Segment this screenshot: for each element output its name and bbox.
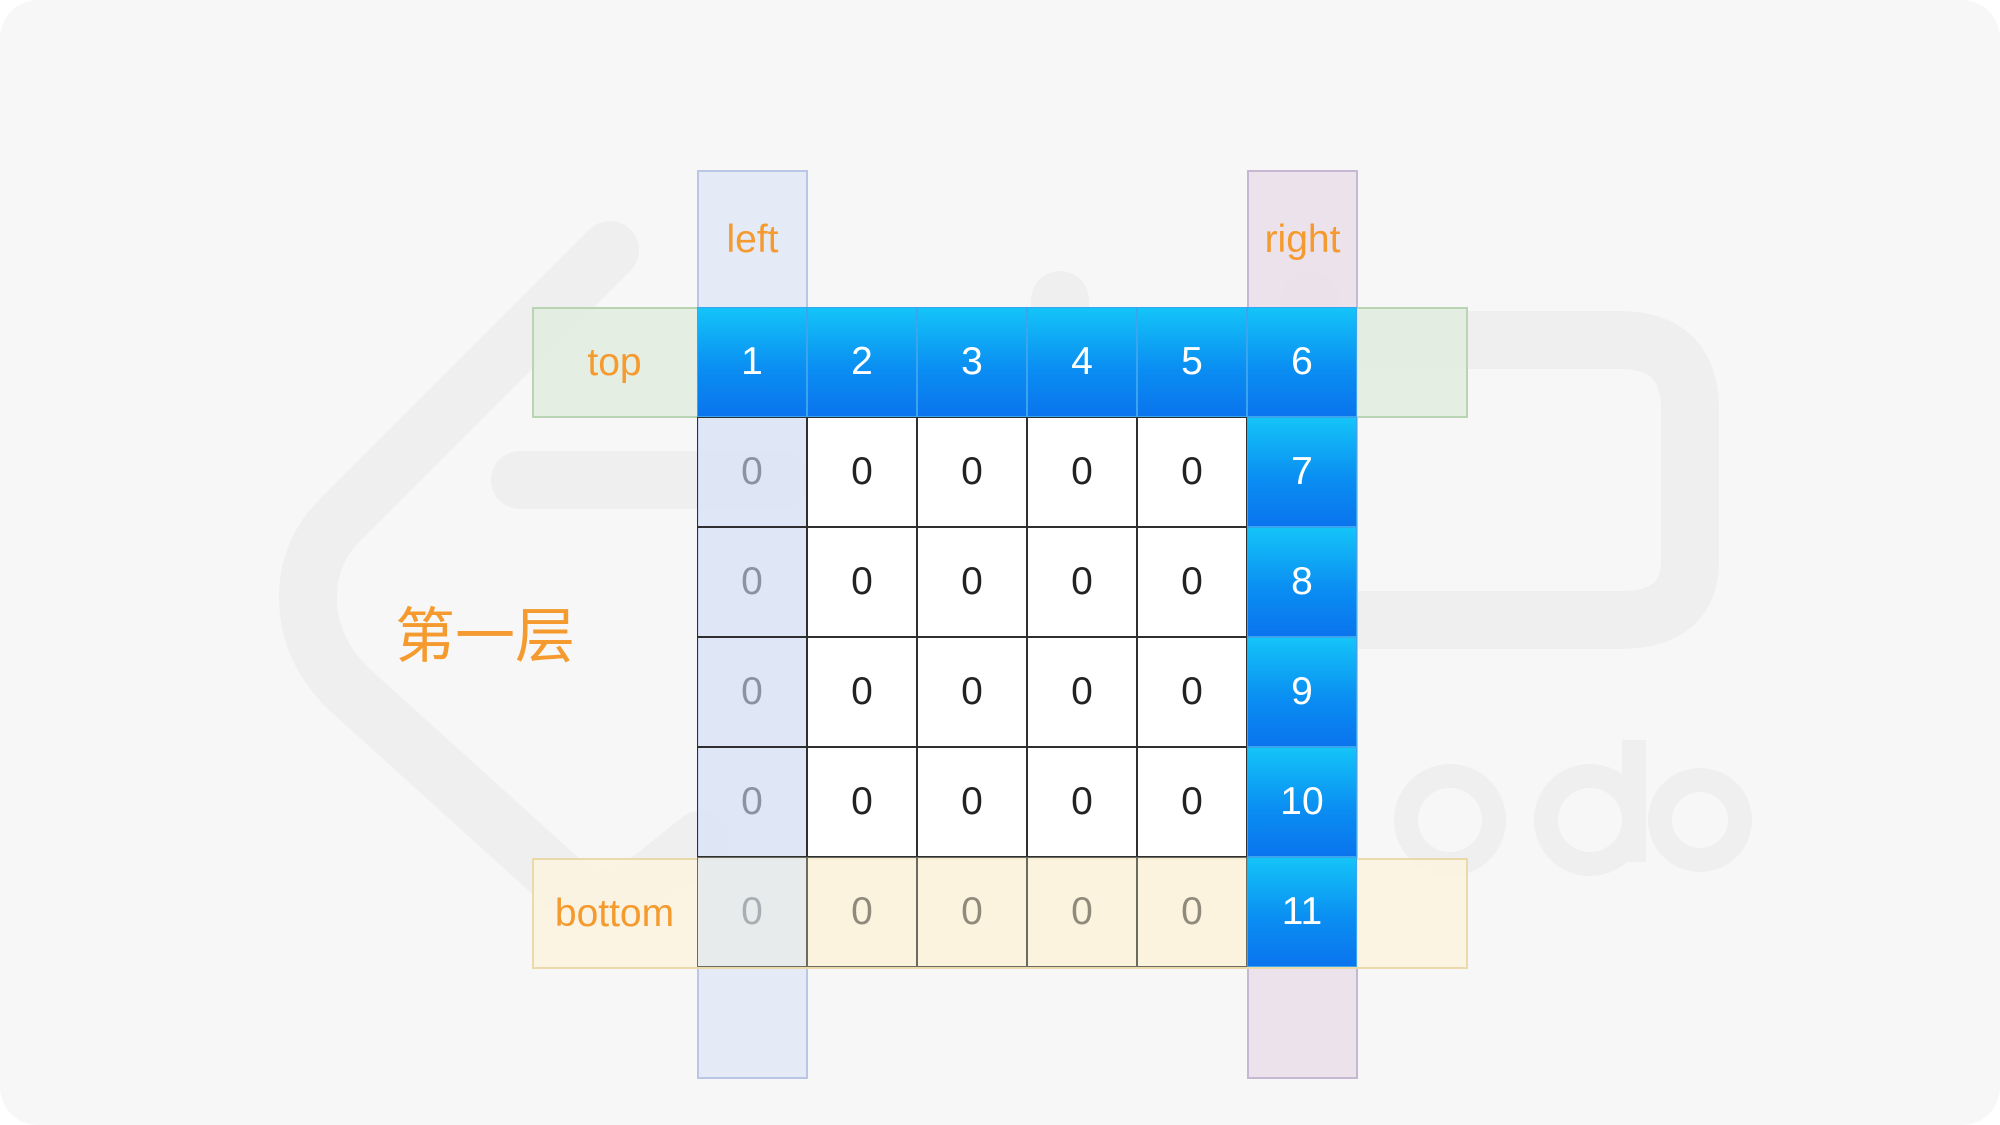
- matrix-cell: 0: [917, 527, 1027, 637]
- matrix-cell: 1: [697, 307, 807, 417]
- matrix-cell: 0: [807, 417, 917, 527]
- matrix-cell: 0: [917, 747, 1027, 857]
- matrix-cell: 0: [1137, 857, 1247, 967]
- matrix-cell: 0: [697, 747, 807, 857]
- matrix-cell: 0: [697, 857, 807, 967]
- matrix-cell: 0: [697, 527, 807, 637]
- matrix-cell: 0: [1027, 417, 1137, 527]
- matrix-cell: 11: [1247, 857, 1357, 967]
- right-pointer-label: right: [1264, 218, 1341, 261]
- matrix-cell: 0: [807, 637, 917, 747]
- matrix-cell: 7: [1247, 417, 1357, 527]
- matrix-cell: 6: [1247, 307, 1357, 417]
- matrix-cell: 0: [1137, 637, 1247, 747]
- matrix-cell: 0: [1137, 527, 1247, 637]
- matrix-cell: 0: [697, 637, 807, 747]
- matrix-cell: 5: [1137, 307, 1247, 417]
- matrix-cell: 0: [807, 527, 917, 637]
- matrix-cell: 8: [1247, 527, 1357, 637]
- bottom-pointer-label: bottom: [554, 892, 675, 935]
- matrix-cell: 0: [1137, 417, 1247, 527]
- layer-label: 第一层: [395, 602, 575, 672]
- matrix-cell: 0: [697, 417, 807, 527]
- matrix-cell: 10: [1247, 747, 1357, 857]
- matrix-cell: 0: [917, 857, 1027, 967]
- matrix-cell: 0: [1027, 857, 1137, 967]
- matrix-cell: 0: [1027, 637, 1137, 747]
- matrix-cell: 3: [917, 307, 1027, 417]
- matrix-cell: 0: [917, 417, 1027, 527]
- top-pointer-label: top: [587, 341, 642, 384]
- matrix-cell: 0: [807, 857, 917, 967]
- matrix-cell: 0: [1027, 527, 1137, 637]
- matrix-cell: 2: [807, 307, 917, 417]
- matrix-cell: 0: [1137, 747, 1247, 857]
- matrix-cell: 0: [917, 637, 1027, 747]
- matrix-cell: 0: [1027, 747, 1137, 857]
- left-pointer-label: left: [726, 218, 779, 261]
- matrix-cell: 9: [1247, 637, 1357, 747]
- matrix-cell: 0: [807, 747, 917, 857]
- matrix-cell: 4: [1027, 307, 1137, 417]
